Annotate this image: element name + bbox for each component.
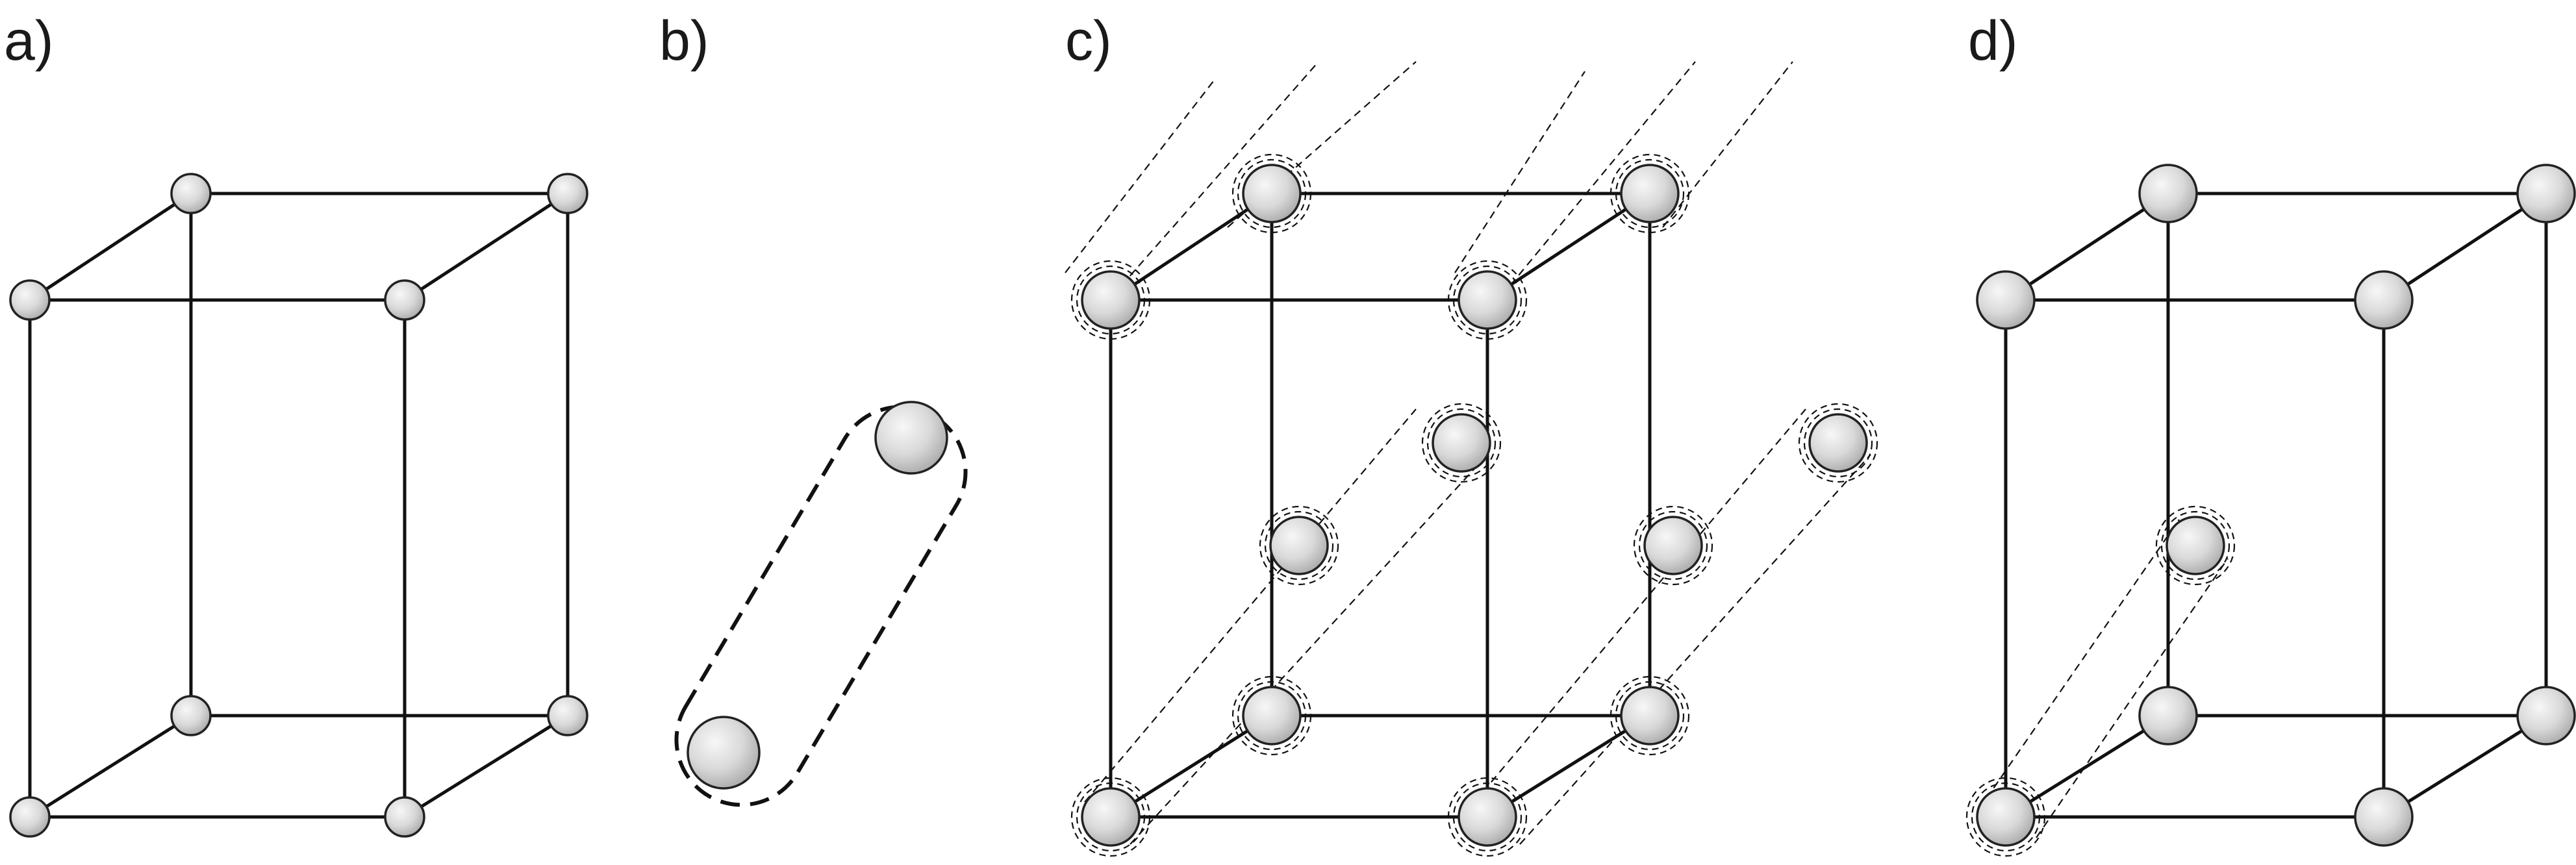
atom [547, 695, 588, 736]
panel-b-motif [674, 401, 968, 807]
panel-d-atoms [1976, 164, 2576, 847]
atom [687, 716, 761, 790]
panel-d-chain-lines [1986, 519, 2229, 838]
atom [1976, 787, 2036, 847]
atom [2138, 164, 2198, 223]
atom [1808, 413, 1868, 473]
atom [384, 279, 425, 321]
motif-capsule [674, 405, 968, 807]
panel-a-atoms [9, 173, 588, 838]
atom [1081, 270, 1141, 330]
atom [170, 173, 212, 214]
atom [9, 279, 51, 321]
atom [1242, 686, 1302, 746]
atom [1458, 787, 1517, 847]
atom [1432, 413, 1491, 473]
panel-d-edges [2004, 192, 2548, 819]
panel-c-chain-lines [1065, 61, 1871, 845]
atom [1643, 516, 1703, 575]
atom [1242, 164, 1302, 223]
panel-label-a: a) [4, 10, 53, 72]
panel-a-lattice [9, 173, 588, 838]
panel-c-lattice [1065, 61, 1878, 857]
panel-label-b: b) [659, 10, 709, 72]
atom [547, 173, 588, 214]
atom [2354, 270, 2414, 330]
atom [1976, 270, 2036, 330]
atom [1620, 686, 1680, 746]
atom [874, 401, 948, 475]
panel-label-d: d) [1968, 10, 2017, 72]
atom [1081, 787, 1141, 847]
atom [1458, 270, 1517, 330]
panel-c-edges [1109, 192, 1652, 819]
atom [2354, 787, 2414, 847]
atom [2516, 686, 2576, 746]
atom [9, 796, 51, 838]
atom [2516, 164, 2576, 223]
panel-c-atoms [1081, 164, 1868, 847]
atom [1269, 516, 1329, 575]
atom [384, 796, 425, 838]
panel-d-lattice [1965, 164, 2576, 857]
atom [170, 695, 212, 736]
panel-label-c: c) [1065, 10, 1112, 72]
atom [2166, 516, 2225, 575]
panel-d-atom-rings [1965, 505, 2236, 857]
atom [1620, 164, 1680, 223]
panel-c-atom-rings [1070, 153, 1878, 857]
atom [2138, 686, 2198, 746]
panel-a-edges [28, 192, 570, 819]
